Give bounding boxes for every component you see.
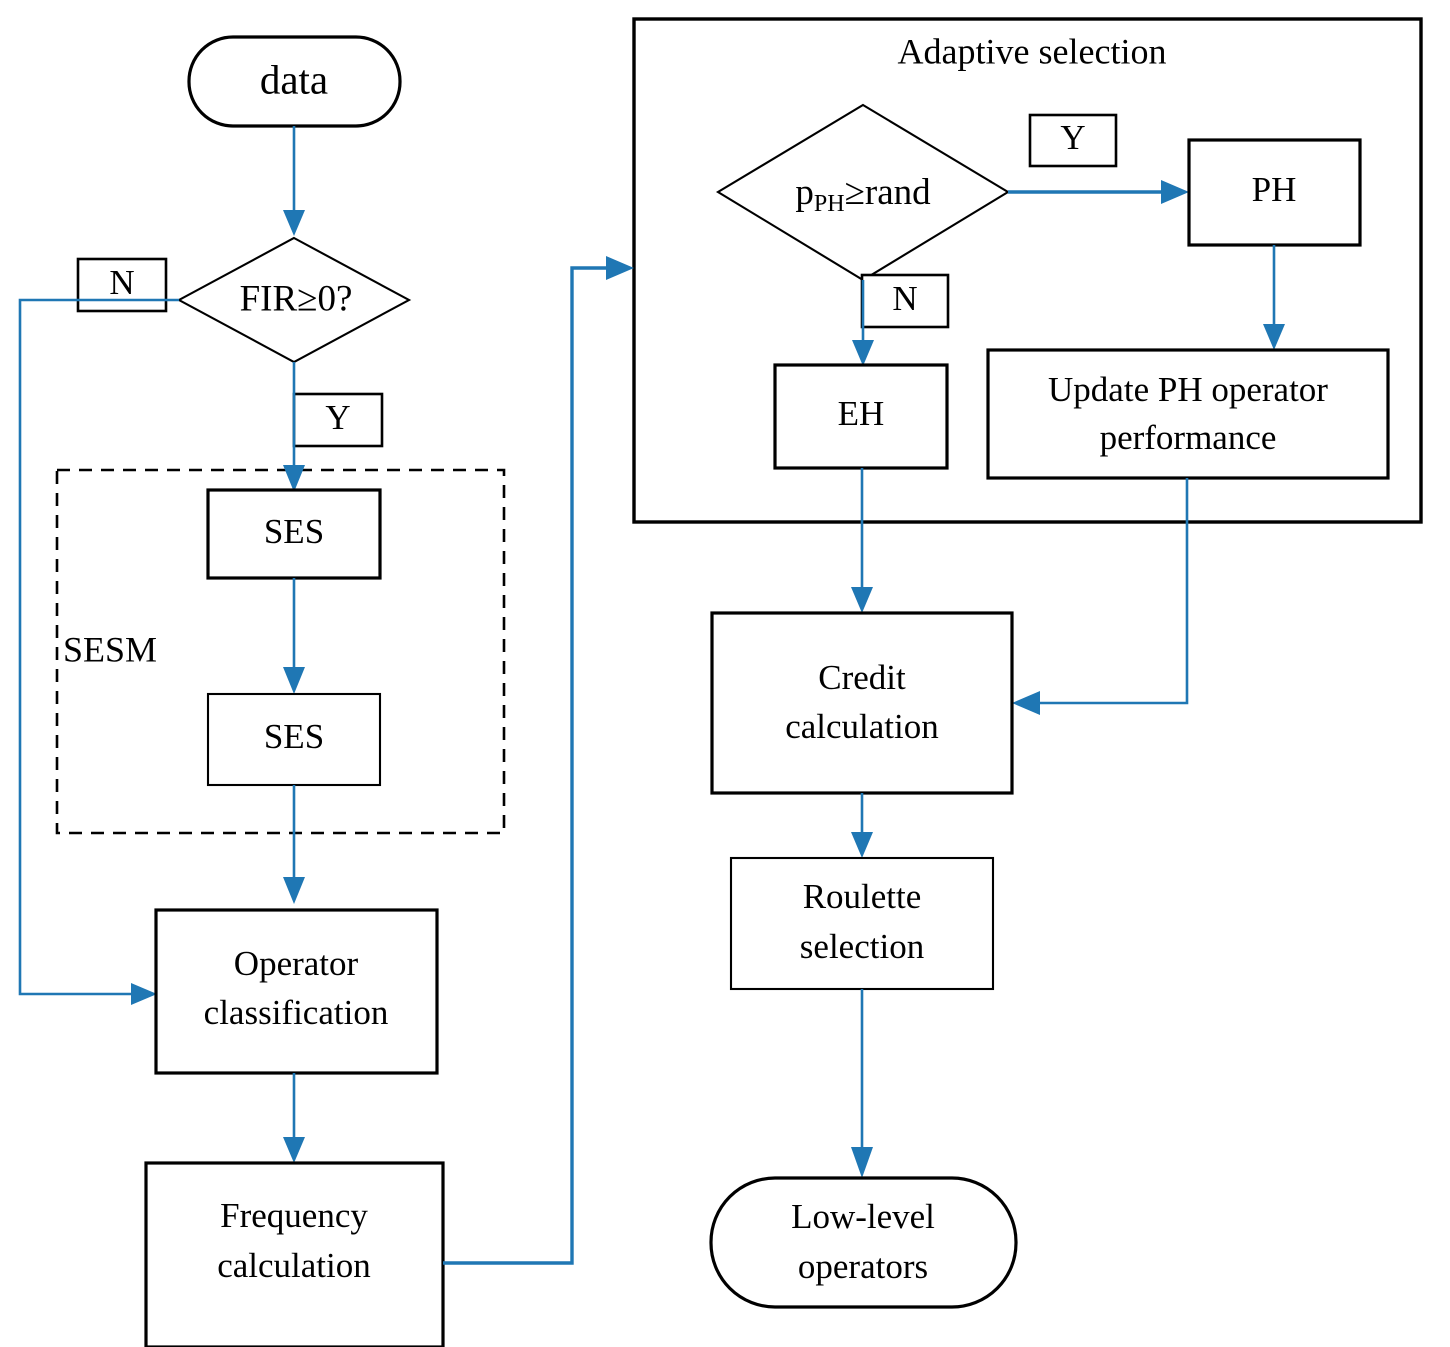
node-eh-label: EH bbox=[838, 394, 885, 433]
node-data-label: data bbox=[260, 56, 328, 102]
node-ph[interactable] bbox=[1187, 138, 1362, 247]
label-box-fir-no bbox=[76, 257, 168, 313]
edge-fir-no-to-operator-classification bbox=[18, 298, 179, 996]
node-frequency-calculation-line1: Frequency bbox=[220, 1196, 368, 1235]
label-box-pph-yes bbox=[1028, 113, 1118, 168]
node-update-ph-line2: performance bbox=[1100, 418, 1277, 457]
node-pph-decision-suffix: ≥rand bbox=[845, 172, 932, 213]
arrowhead-fir-no-to-operator-classification bbox=[131, 983, 157, 1005]
node-pph-decision-subscript: PH bbox=[814, 191, 845, 217]
label-pph-yes: Y bbox=[1060, 118, 1085, 157]
node-ses-2-label: SES bbox=[264, 717, 324, 756]
group-label-adaptive-selection: Adaptive selection bbox=[898, 31, 1167, 71]
arrowhead-operator-classification-to-frequency bbox=[283, 1137, 305, 1163]
arrowhead-ph-to-update-ph bbox=[1263, 324, 1285, 350]
arrowhead-update-ph-to-credit-calculation bbox=[1012, 691, 1040, 715]
edge-update-ph-to-credit-calculation bbox=[1036, 478, 1189, 705]
arrowhead-data-to-fir bbox=[283, 210, 305, 236]
node-credit-calculation[interactable] bbox=[710, 611, 1014, 795]
label-fir-no: N bbox=[109, 263, 134, 302]
arrowhead-ses2-to-operator-classification bbox=[283, 877, 305, 904]
node-roulette-selection-line1: Roulette bbox=[803, 877, 922, 916]
node-low-level-operators[interactable] bbox=[709, 1176, 1018, 1309]
node-fir-decision-label: FIR≥0? bbox=[240, 278, 353, 319]
node-operator-classification-line2: classification bbox=[204, 993, 389, 1032]
node-update-ph[interactable] bbox=[986, 348, 1390, 480]
arrowhead-eh-to-credit-calculation bbox=[851, 587, 873, 613]
node-pph-decision-label: pPH≥rand bbox=[795, 172, 931, 216]
arrowhead-ses1-to-ses2 bbox=[283, 667, 305, 694]
node-operator-classification-line1: Operator bbox=[234, 944, 359, 983]
node-frequency-calculation[interactable] bbox=[144, 1161, 445, 1347]
arrowhead-pph-no-to-eh bbox=[852, 340, 874, 366]
node-update-ph-line1: Update PH operator bbox=[1048, 370, 1328, 409]
group-frame-sesm bbox=[55, 468, 506, 835]
node-ses-1[interactable] bbox=[206, 488, 382, 580]
edge-frequency-to-adaptive-selection bbox=[443, 266, 610, 1265]
group-label-sesm: SESM bbox=[63, 629, 157, 669]
node-roulette-selection[interactable] bbox=[729, 856, 995, 991]
node-ph-label: PH bbox=[1252, 170, 1297, 209]
node-operator-classification[interactable] bbox=[154, 908, 439, 1075]
node-frequency-calculation-line2: calculation bbox=[217, 1246, 371, 1285]
node-ses-1-label: SES bbox=[264, 512, 324, 551]
group-frame-adaptive-selection bbox=[632, 17, 1423, 524]
arrowhead-credit-to-roulette bbox=[851, 832, 873, 858]
node-ses-2[interactable] bbox=[206, 692, 382, 787]
label-pph-no: N bbox=[892, 279, 917, 318]
arrowhead-fir-yes-to-ses1 bbox=[283, 465, 305, 492]
node-roulette-selection-line2: selection bbox=[800, 927, 924, 966]
arrowhead-frequency-to-adaptive-selection bbox=[606, 256, 634, 280]
node-credit-calculation-line1: Credit bbox=[818, 658, 906, 697]
label-fir-yes: Y bbox=[325, 398, 350, 437]
node-pph-decision-prefix: p bbox=[795, 172, 814, 213]
node-credit-calculation-line2: calculation bbox=[785, 707, 939, 746]
node-low-level-operators-line2: operators bbox=[798, 1247, 928, 1286]
arrowhead-pph-yes-to-ph bbox=[1161, 180, 1189, 204]
arrowhead-roulette-to-low-level-operators bbox=[851, 1147, 873, 1178]
label-box-pph-no bbox=[860, 273, 950, 329]
node-low-level-operators-line1: Low-level bbox=[791, 1197, 935, 1236]
